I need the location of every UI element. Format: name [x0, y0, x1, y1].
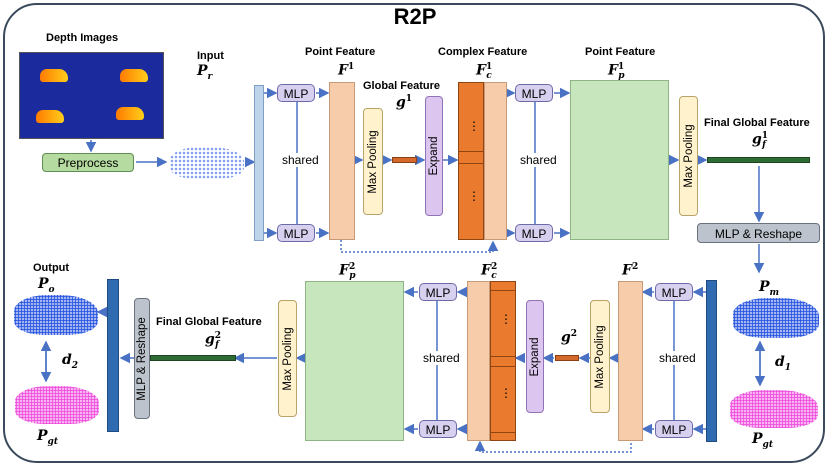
dark-bar-left — [107, 279, 119, 432]
output-label: Output — [33, 262, 70, 274]
preprocess-box: Preprocess — [42, 153, 134, 172]
max-pooling-3: Max Pooling — [590, 300, 610, 413]
gt-point-cloud-right — [730, 390, 818, 428]
complex-feature-fc1: ⋮ ⋮ — [458, 82, 484, 240]
mlp-top-3: MLP — [515, 84, 553, 102]
final-global-vector-gf2 — [150, 355, 236, 361]
input-bar — [254, 85, 264, 241]
input-label: Input — [197, 50, 224, 62]
depth-images-panel — [19, 52, 164, 139]
max-pooling-4: Max Pooling — [278, 300, 297, 417]
symbol-d1: d1 — [775, 354, 792, 373]
symbol-gf2: g2f — [205, 331, 222, 351]
middle-point-cloud — [733, 298, 819, 338]
outer-frame — [3, 3, 825, 463]
expand-1: Expand — [425, 96, 443, 216]
fc2-ellipsis-top: ⋮ — [500, 312, 512, 326]
mlp-top-1: MLP — [277, 84, 315, 102]
shared-label-3: shared — [658, 351, 697, 365]
final-global-feature-label-1: Final Global Feature — [704, 117, 810, 129]
pooled-feature-fp1 — [570, 80, 669, 240]
max-pooling-1: Max Pooling — [363, 108, 383, 215]
symbol-p-gt-left: Pgt — [37, 428, 58, 447]
mlp-top-4: MLP — [515, 224, 553, 242]
shared-label-1: shared — [281, 153, 320, 167]
point-feature-label-2: Point Feature — [585, 46, 656, 58]
mlp-reshape-2: MLP & Reshape — [134, 298, 150, 419]
symbol-p-gt-right: Pgt — [752, 431, 773, 450]
output-point-cloud — [14, 295, 98, 335]
depth-car-1 — [40, 69, 68, 82]
mlp-bottom-4: MLP — [419, 420, 457, 438]
depth-car-3 — [36, 110, 64, 123]
diagram-title: R2P — [393, 4, 437, 29]
input-point-cloud — [170, 147, 244, 179]
fc1-ellipsis-bottom: ⋮ — [468, 189, 480, 203]
skip-connection-top — [340, 240, 499, 253]
depth-images-label: Depth Images — [46, 32, 119, 44]
point-feature-f2 — [618, 281, 643, 441]
final-global-feature-label-2: Final Global Feature — [156, 316, 262, 328]
fc2-ellipsis-bottom: ⋮ — [500, 386, 512, 400]
shared-label-2: shared — [519, 153, 558, 167]
mlp-bottom-2: MLP — [655, 420, 693, 438]
point-feature-copy-2 — [467, 281, 490, 441]
point-feature-label-1: Point Feature — [305, 46, 376, 58]
max-pooling-2: Max Pooling — [679, 96, 698, 216]
pooled-feature-fp2 — [305, 281, 404, 441]
point-feature-f1 — [329, 82, 355, 240]
symbol-g2: g2 — [561, 329, 578, 346]
mlp-reshape-1: MLP & Reshape — [697, 223, 820, 243]
symbol-gf1: g1f — [752, 131, 769, 151]
complex-feature-fc2: ⋮ ⋮ — [490, 281, 516, 441]
global-feature-label-1: Global Feature — [363, 80, 441, 92]
mlp-bottom-3: MLP — [419, 283, 457, 301]
symbol-fp1: F1p — [608, 62, 625, 82]
symbol-g1: g1 — [396, 94, 413, 111]
symbol-fc1: F1c — [476, 62, 493, 82]
fc1-ellipsis-top: ⋮ — [468, 119, 480, 133]
symbol-f2: F2 — [622, 262, 639, 279]
skip-connection-bottom — [474, 440, 632, 453]
symbol-f1: F1 — [338, 62, 355, 79]
symbol-p-o: Po — [38, 276, 55, 295]
symbol-p-r: Pr — [197, 63, 213, 82]
depth-car-2 — [120, 69, 148, 82]
dark-bar-right — [706, 280, 717, 442]
symbol-p-m: Pm — [759, 279, 780, 298]
point-feature-copy-1 — [484, 82, 507, 240]
gt-point-cloud-left — [15, 386, 99, 424]
global-vector-g1 — [392, 157, 417, 163]
final-global-vector-gf1 — [707, 157, 810, 163]
mlp-top-2: MLP — [277, 224, 315, 242]
depth-car-4 — [116, 107, 144, 120]
complex-feature-label-1: Complex Feature — [438, 46, 528, 58]
symbol-d2: d2 — [62, 352, 79, 371]
shared-label-4: shared — [422, 351, 461, 365]
expand-2: Expand — [526, 300, 544, 413]
mlp-bottom-1: MLP — [655, 283, 693, 301]
symbol-fc2: F2c — [481, 262, 498, 282]
global-vector-g2 — [555, 355, 579, 361]
symbol-fp2: F2p — [339, 262, 356, 282]
